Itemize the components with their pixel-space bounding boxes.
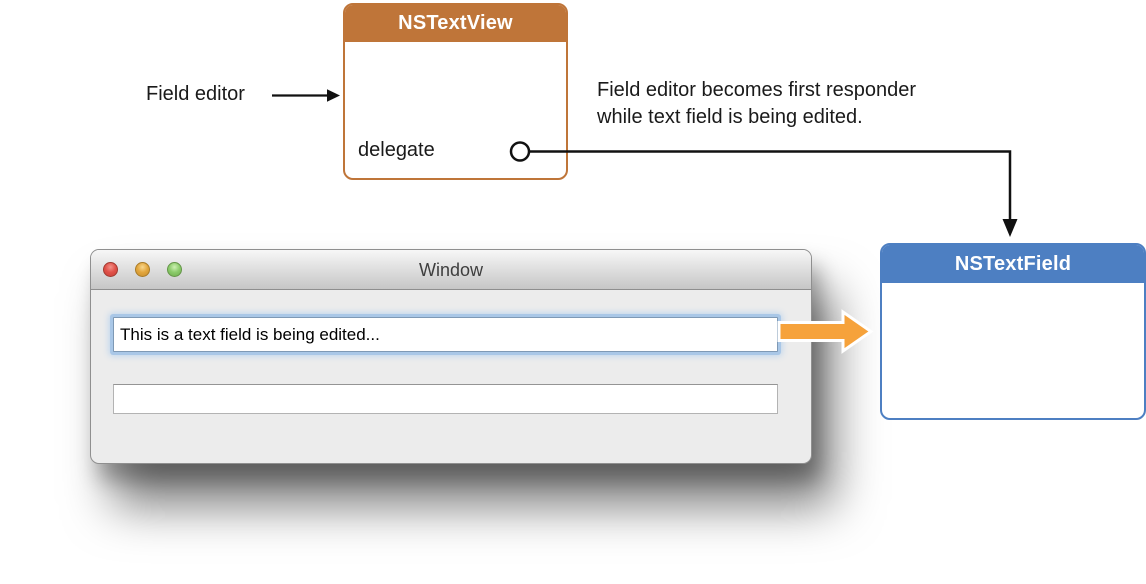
nstextfield-header: NSTextField bbox=[882, 245, 1144, 283]
nstextview-box: NSTextView bbox=[343, 3, 568, 180]
delegate-connector-arrowhead-icon bbox=[1002, 219, 1018, 237]
empty-text-field[interactable] bbox=[113, 384, 778, 414]
minimize-button[interactable] bbox=[135, 262, 150, 277]
mac-window: Window bbox=[90, 249, 812, 464]
zoom-button[interactable] bbox=[167, 262, 182, 277]
window-title: Window bbox=[418, 260, 484, 280]
field-editor-arrowhead-icon bbox=[327, 89, 340, 102]
nstextview-header: NSTextView bbox=[345, 5, 566, 42]
nstextfield-box: NSTextField bbox=[880, 243, 1146, 420]
annotation-line-1: Field editor becomes first responder bbox=[597, 79, 917, 101]
window-title-bar[interactable]: Window bbox=[91, 250, 811, 290]
field-editor-label: Field editor bbox=[146, 83, 245, 105]
delegate-port-label: delegate bbox=[358, 139, 435, 161]
edited-text-field[interactable] bbox=[113, 317, 778, 352]
delegate-connector-line bbox=[529, 150, 1012, 221]
close-button[interactable] bbox=[103, 262, 118, 277]
annotation-text: Field editor becomes first responder whi… bbox=[597, 77, 916, 131]
annotation-line-2: while text field is being edited. bbox=[597, 106, 863, 128]
